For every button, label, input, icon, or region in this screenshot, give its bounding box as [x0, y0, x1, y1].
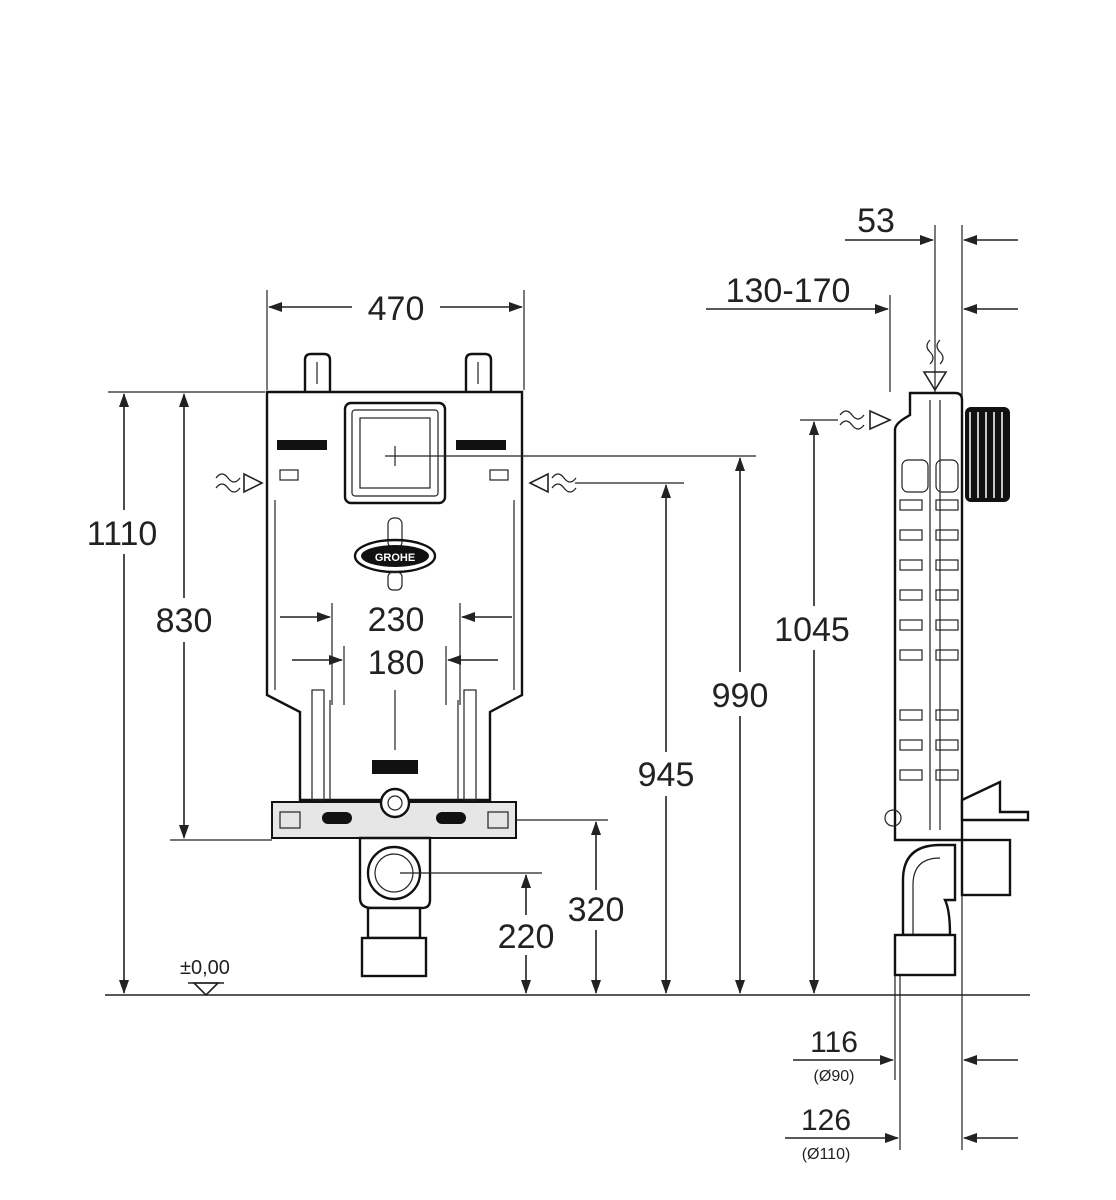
svg-text:GROHE: GROHE	[375, 552, 415, 564]
front-view-frame: GROHE	[265, 352, 524, 978]
water-inlet-left-icon	[215, 472, 264, 494]
dim-830: 830	[156, 602, 213, 640]
floor-level-label: ±0,00	[180, 957, 230, 979]
dim-116-diameter: (Ø90)	[814, 1068, 855, 1085]
grohe-logo: GROHE	[353, 517, 437, 591]
dim-230: 230	[368, 601, 425, 639]
side-slots	[899, 499, 959, 781]
dim-53: 53	[857, 202, 895, 240]
dim-130-170: 130-170	[726, 272, 851, 310]
water-inlet-right-icon	[528, 472, 577, 494]
side-drain-bend	[893, 843, 957, 977]
side-plug	[965, 407, 1010, 502]
dim-320: 320	[568, 891, 625, 929]
floor-level-marker: ±0,00	[180, 957, 230, 997]
flush-plate-opening	[343, 401, 447, 505]
drain-elbow	[358, 836, 432, 978]
dim-990: 990	[712, 677, 769, 715]
dim-126-diameter: (Ø110)	[802, 1146, 851, 1163]
water-inlet-top-icon	[922, 339, 948, 392]
dim-116: 116	[810, 1026, 858, 1059]
dim-126: 126	[801, 1104, 851, 1137]
dim-470: 470	[368, 290, 425, 328]
dim-1110: 1110	[87, 515, 158, 553]
dim-1045: 1045	[774, 611, 850, 649]
dim-945: 945	[638, 756, 695, 794]
dim-180: 180	[368, 644, 425, 682]
water-inlet-side-icon	[839, 409, 892, 431]
dim-220: 220	[498, 918, 555, 956]
side-view-frame	[884, 225, 1030, 1150]
